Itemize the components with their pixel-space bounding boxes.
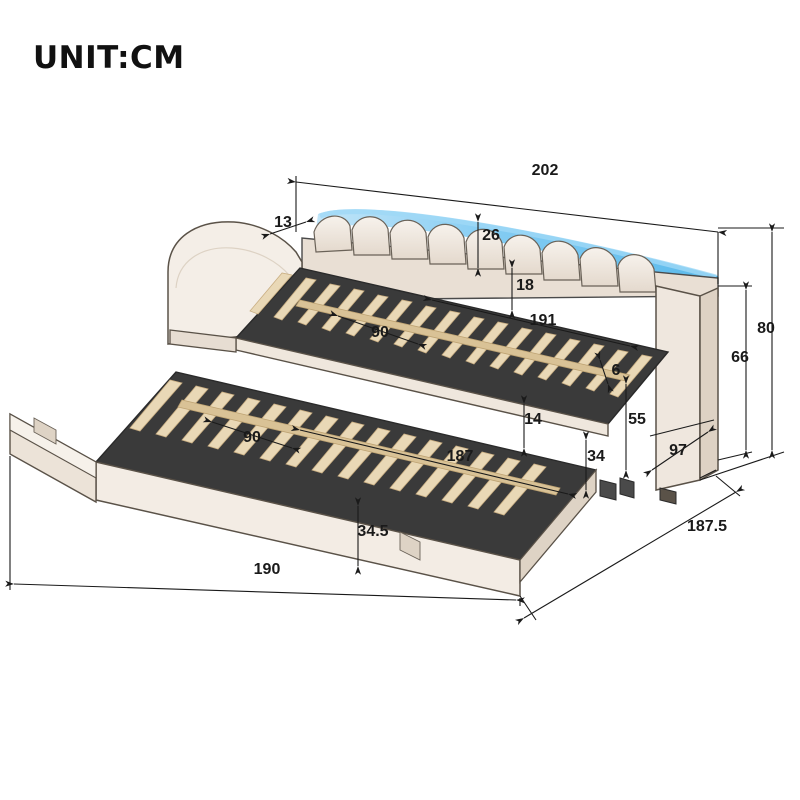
- page-title: UNIT:CM: [33, 40, 185, 76]
- dim-overall-length-bottom: 190: [254, 561, 281, 578]
- dimension-lines: [5, 176, 785, 626]
- dim-depth-97: 97: [669, 442, 687, 459]
- dim-overall-height: 80: [757, 320, 775, 337]
- dim-overall-length-top: 202: [532, 162, 559, 179]
- dim-depth-187-5: 187.5: [687, 518, 727, 535]
- dim-backrest-lower: 18: [516, 277, 534, 294]
- dim-trundle-clearance: 14: [524, 411, 542, 428]
- dim-frame-leg-height: 55: [628, 411, 646, 428]
- dim-headboard-thickness: 13: [274, 214, 292, 231]
- dim-backrest-height: 26: [482, 227, 500, 244]
- dim-trundle-width: 90: [243, 429, 261, 446]
- dim-mattress-length-top: 191: [530, 312, 557, 329]
- dim-slat-thickness: 6: [612, 362, 621, 379]
- dim-side-rail-height: 66: [731, 349, 749, 366]
- dim-trundle-length: 187: [447, 448, 474, 465]
- dim-trundle-height: 34: [587, 448, 605, 465]
- dim-mattress-width-top: 90: [371, 324, 389, 341]
- dimension-labels: 202 13 26 18 90 191 80 66 6 14 55 90 187…: [243, 162, 775, 578]
- dim-trundle-front-height: 34.5: [357, 523, 388, 540]
